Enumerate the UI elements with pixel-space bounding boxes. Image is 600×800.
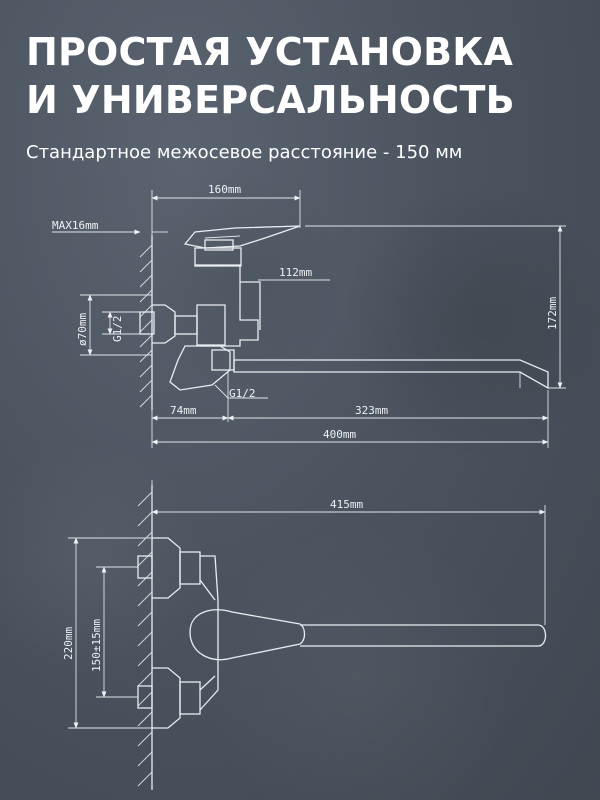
dim-150: 150±15mm bbox=[90, 619, 103, 672]
side-faucet-body bbox=[152, 225, 549, 391]
dim-415: 415mm bbox=[330, 498, 363, 511]
dim-g12-horizontal: G1/2 bbox=[229, 387, 256, 400]
dim-g12-vertical: G1/2 bbox=[111, 316, 124, 343]
dim-112: 112mm bbox=[279, 266, 312, 279]
dim-max16: MAX16mm bbox=[52, 219, 99, 232]
side-view-drawing: 160mm MAX16mm 112mm 172mm ø70mm G1/2 G1/… bbox=[52, 183, 566, 448]
dim-d70: ø70mm bbox=[76, 313, 89, 346]
dim-220: 220mm bbox=[62, 627, 75, 660]
page-subtitle: Стандартное межосевое расстояние - 150 м… bbox=[26, 142, 463, 163]
top-view-drawing: 415mm 220mm 150±15mm bbox=[62, 480, 547, 790]
page-title: ПРОСТАЯ УСТАНОВКА И УНИВЕРСАЛЬНОСТЬ bbox=[26, 28, 515, 124]
dim-74: 74mm bbox=[170, 404, 197, 417]
dim-400: 400mm bbox=[323, 428, 356, 441]
top-eccentric-lower bbox=[152, 667, 201, 729]
title-line-1: ПРОСТАЯ УСТАНОВКА bbox=[26, 30, 514, 74]
top-wall bbox=[137, 485, 153, 790]
dim-160: 160mm bbox=[208, 183, 241, 196]
top-eccentric-upper bbox=[152, 537, 201, 599]
dim-323: 323mm bbox=[355, 404, 388, 417]
dim-172: 172mm bbox=[546, 297, 559, 330]
top-faucet-body bbox=[189, 555, 547, 711]
side-wall bbox=[139, 235, 155, 410]
title-line-2: И УНИВЕРСАЛЬНОСТЬ bbox=[26, 78, 515, 122]
